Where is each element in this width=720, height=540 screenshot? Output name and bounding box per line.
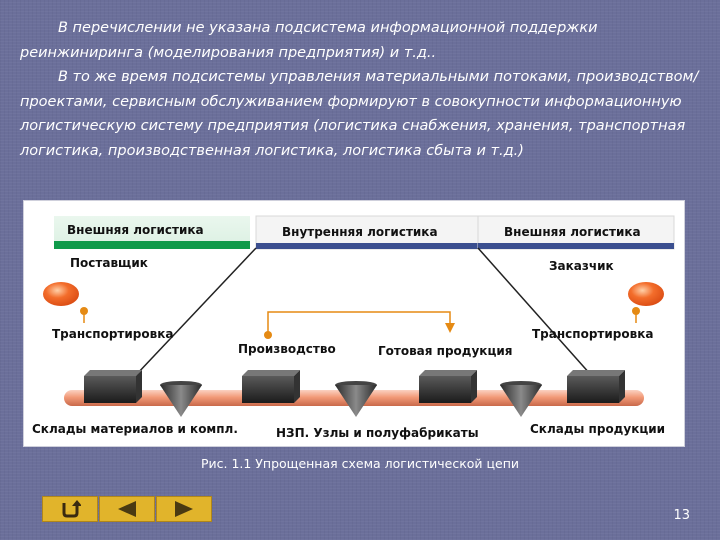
warehouse-products-label: Склады продукции xyxy=(530,422,665,436)
funnel-1-icon xyxy=(160,381,202,417)
transport-right-label: Транспортировка xyxy=(532,327,653,341)
warehouse-products-block-icon xyxy=(567,370,625,403)
boundary-line-left xyxy=(135,247,257,376)
warehouse-materials-label: Склады материалов и компл. xyxy=(32,422,238,436)
production-arrow xyxy=(267,311,451,335)
production-arrow-head-icon xyxy=(445,323,455,333)
supplier-label: Поставщик xyxy=(70,256,148,270)
customer-label: Заказчик xyxy=(549,259,614,273)
production-block-icon xyxy=(242,370,300,403)
supplier-oval-icon xyxy=(43,282,79,306)
logistics-chain-diagram: Внешняя логистика Внутренняя логистика В… xyxy=(24,201,684,446)
next-slide-button[interactable] xyxy=(156,496,212,522)
slide-page-number: 13 xyxy=(673,508,690,523)
warehouse-materials-block-icon xyxy=(84,370,142,403)
header-external-left: Внешняя логистика xyxy=(54,216,250,249)
header-internal-label: Внутренняя логистика xyxy=(282,225,438,239)
previous-slide-button[interactable] xyxy=(99,496,155,522)
slide-navigation xyxy=(42,496,212,522)
paragraph-1: В перечислении не указана подсистема инф… xyxy=(20,20,598,61)
funnel-3-icon xyxy=(500,381,542,417)
return-arrow-icon xyxy=(62,500,81,518)
header-internal: Внутренняя логистика xyxy=(255,215,479,250)
paragraph-2: В то же время подсистемы управления мате… xyxy=(20,69,699,159)
production-label: Производство xyxy=(238,342,336,356)
return-button[interactable] xyxy=(42,496,98,522)
figure-caption: Рис. 1.1 Упрощенная схема логистической … xyxy=(200,456,520,471)
finished-goods-block-icon xyxy=(419,370,477,403)
wip-label: НЗП. Узлы и полуфабрикаты xyxy=(276,426,479,440)
boundary-line-right xyxy=(477,247,592,376)
diagram-canvas: Внешняя логистика Внутренняя логистика В… xyxy=(32,215,675,440)
funnel-2-icon xyxy=(335,381,377,417)
slide-text: В перечислении не указана подсистема инф… xyxy=(20,16,700,163)
triangle-left-icon xyxy=(118,501,136,517)
header-external-right-label: Внешняя логистика xyxy=(504,225,641,239)
header-external-right: Внешняя логистика xyxy=(477,215,675,250)
triangle-right-icon xyxy=(175,501,193,517)
customer-oval-icon xyxy=(628,282,664,306)
header-external-left-label: Внешняя логистика xyxy=(67,223,204,237)
finished-goods-label: Готовая продукция xyxy=(378,344,512,358)
transport-left-label: Транспортировка xyxy=(52,327,173,341)
